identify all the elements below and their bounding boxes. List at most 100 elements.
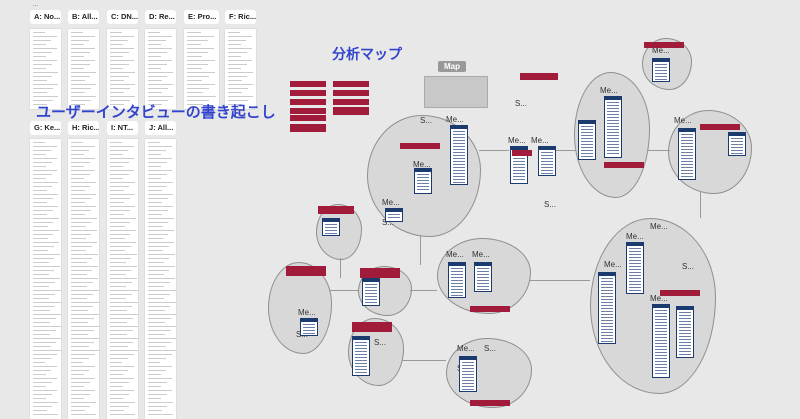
sticky-note[interactable]: [700, 124, 740, 130]
doc-page-c[interactable]: [107, 29, 138, 109]
memo-card[interactable]: [300, 318, 318, 336]
memo-card[interactable]: [322, 218, 340, 236]
text-line: [731, 150, 743, 151]
map-frame-label[interactable]: Map: [438, 61, 466, 72]
text-line: [33, 278, 61, 279]
doc-tab-f[interactable]: F: Ric...: [225, 10, 256, 24]
text-line: [365, 302, 377, 303]
sticky-note[interactable]: [333, 90, 369, 96]
sticky-note[interactable]: [333, 107, 369, 115]
sticky-note[interactable]: [290, 108, 326, 114]
memo-card[interactable]: [385, 208, 403, 222]
sticky-note[interactable]: [400, 143, 440, 149]
sticky-note[interactable]: [470, 400, 510, 406]
text-line: [71, 266, 98, 267]
cluster-group[interactable]: [268, 262, 332, 354]
connector-line: [648, 150, 670, 151]
text-line: [601, 293, 613, 294]
doc-tab-d[interactable]: D: Re...: [145, 10, 176, 24]
doc-page-f[interactable]: [225, 29, 256, 109]
doc-page-e[interactable]: [184, 29, 219, 109]
doc-page-j[interactable]: [145, 139, 176, 419]
doc-tab-b[interactable]: B: All...: [68, 10, 99, 24]
doc-page-h[interactable]: [68, 139, 99, 419]
text-line: [71, 334, 89, 335]
text-line: [187, 72, 215, 73]
text-line: [33, 362, 46, 363]
memo-card[interactable]: [538, 146, 556, 176]
memo-card[interactable]: [352, 336, 370, 376]
memo-card[interactable]: [604, 96, 622, 158]
text-line: [462, 374, 474, 375]
text-line: [629, 254, 641, 255]
sticky-note[interactable]: [644, 42, 684, 48]
doc-tab-e[interactable]: E: Pro...: [184, 10, 219, 24]
doc-tab-j[interactable]: J: All...: [145, 121, 176, 135]
memo-card[interactable]: [448, 262, 466, 298]
doc-tab-a[interactable]: A: No...: [30, 10, 61, 24]
memo-card[interactable]: [676, 306, 694, 358]
memo-card[interactable]: [728, 132, 746, 156]
text-line: [110, 250, 126, 251]
sticky-note[interactable]: [290, 90, 326, 96]
memo-card[interactable]: [474, 262, 492, 292]
sticky-note[interactable]: [512, 150, 532, 156]
sticky-note[interactable]: [360, 268, 400, 278]
memo-label: Me...: [650, 294, 668, 303]
text-line: [679, 342, 691, 343]
sticky-note[interactable]: [290, 115, 326, 121]
text-line: [629, 257, 641, 258]
sticky-note[interactable]: [333, 99, 369, 105]
doc-page-d[interactable]: [145, 29, 176, 109]
text-line: [148, 266, 175, 267]
sticky-note[interactable]: [290, 99, 326, 105]
text-line: [33, 366, 57, 367]
text-line: [148, 342, 172, 343]
map-frame[interactable]: [424, 76, 488, 108]
memo-card[interactable]: [626, 242, 644, 294]
section-title: ユーザーインタビューの書き起こし: [36, 104, 276, 121]
sticky-note[interactable]: [290, 124, 326, 132]
memo-card[interactable]: [598, 272, 616, 344]
memo-card[interactable]: [362, 278, 380, 306]
doc-page-g[interactable]: [30, 139, 61, 419]
doc-page-b[interactable]: [68, 29, 99, 109]
text-line: [453, 176, 465, 177]
text-line: [71, 44, 84, 45]
doc-page-a[interactable]: [30, 29, 61, 109]
memo-card[interactable]: [450, 125, 468, 185]
sticky-note[interactable]: [660, 290, 700, 296]
sticky-note[interactable]: [470, 306, 510, 312]
doc-tab-g[interactable]: G: Ke...: [30, 121, 61, 135]
sticky-note[interactable]: [520, 73, 558, 80]
memo-card[interactable]: [678, 128, 696, 180]
text-line: [228, 100, 248, 101]
sticky-note[interactable]: [318, 206, 354, 214]
doc-tab-h[interactable]: H: Ric...: [68, 121, 99, 135]
text-line: [148, 274, 164, 275]
text-line: [388, 217, 400, 218]
text-line: [71, 242, 98, 243]
text-line: [462, 383, 474, 384]
sticky-note[interactable]: [604, 162, 644, 168]
memo-card[interactable]: [652, 58, 670, 82]
text-line: [148, 374, 161, 375]
sticky-note[interactable]: [290, 81, 326, 87]
memo-card[interactable]: [652, 304, 670, 378]
sticky-note[interactable]: [286, 266, 326, 276]
text-line: [453, 173, 465, 174]
text-line: [607, 120, 619, 121]
sticky-note[interactable]: [352, 322, 392, 332]
doc-page-i[interactable]: [107, 139, 138, 419]
memo-card[interactable]: [578, 120, 596, 160]
memo-card[interactable]: [414, 168, 432, 194]
doc-tab-i[interactable]: I: NT...: [107, 121, 138, 135]
text-line: [581, 126, 593, 127]
doc-tab-c[interactable]: C: DN...: [107, 10, 138, 24]
memo-card[interactable]: [459, 356, 477, 392]
text-line: [187, 80, 203, 81]
text-line: [581, 129, 593, 130]
text-line: [110, 64, 129, 65]
text-line: [110, 410, 124, 411]
sticky-note[interactable]: [333, 81, 369, 87]
